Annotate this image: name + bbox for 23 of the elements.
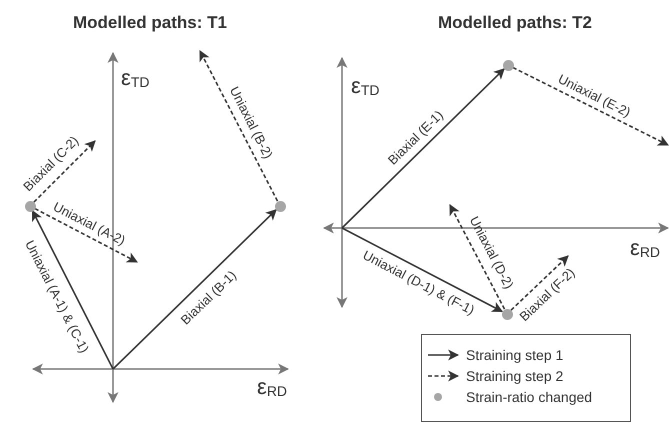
arrow: [33, 140, 96, 203]
strain-point: [24, 200, 36, 212]
strain-point: [274, 200, 286, 212]
arrow: [341, 68, 505, 229]
arrow: [512, 66, 669, 146]
legend-text: Straining step 2: [466, 369, 564, 383]
legend-text: Strain-ratio changed: [466, 390, 592, 404]
arrow: [34, 208, 138, 263]
panel-title: Modelled paths: T2: [438, 14, 592, 30]
arrow: [112, 209, 277, 370]
panel-title: Modelled paths: T1: [73, 14, 227, 30]
arrow: [449, 204, 506, 310]
axis-label: ε$_{TD}$: [121, 67, 150, 89]
strain-point: [502, 60, 514, 70]
axis-label: ε$_{RD}$: [257, 376, 288, 398]
arrow: [510, 255, 569, 311]
strain-point: [502, 308, 512, 320]
legend-text: Straining step 1: [466, 348, 564, 362]
arrow: [32, 210, 114, 370]
arrow: [199, 50, 278, 202]
axis-label: ε$_{RD}$: [630, 237, 660, 259]
axis-label: ε$_{TD}$: [351, 75, 380, 97]
arrow: [342, 227, 504, 312]
